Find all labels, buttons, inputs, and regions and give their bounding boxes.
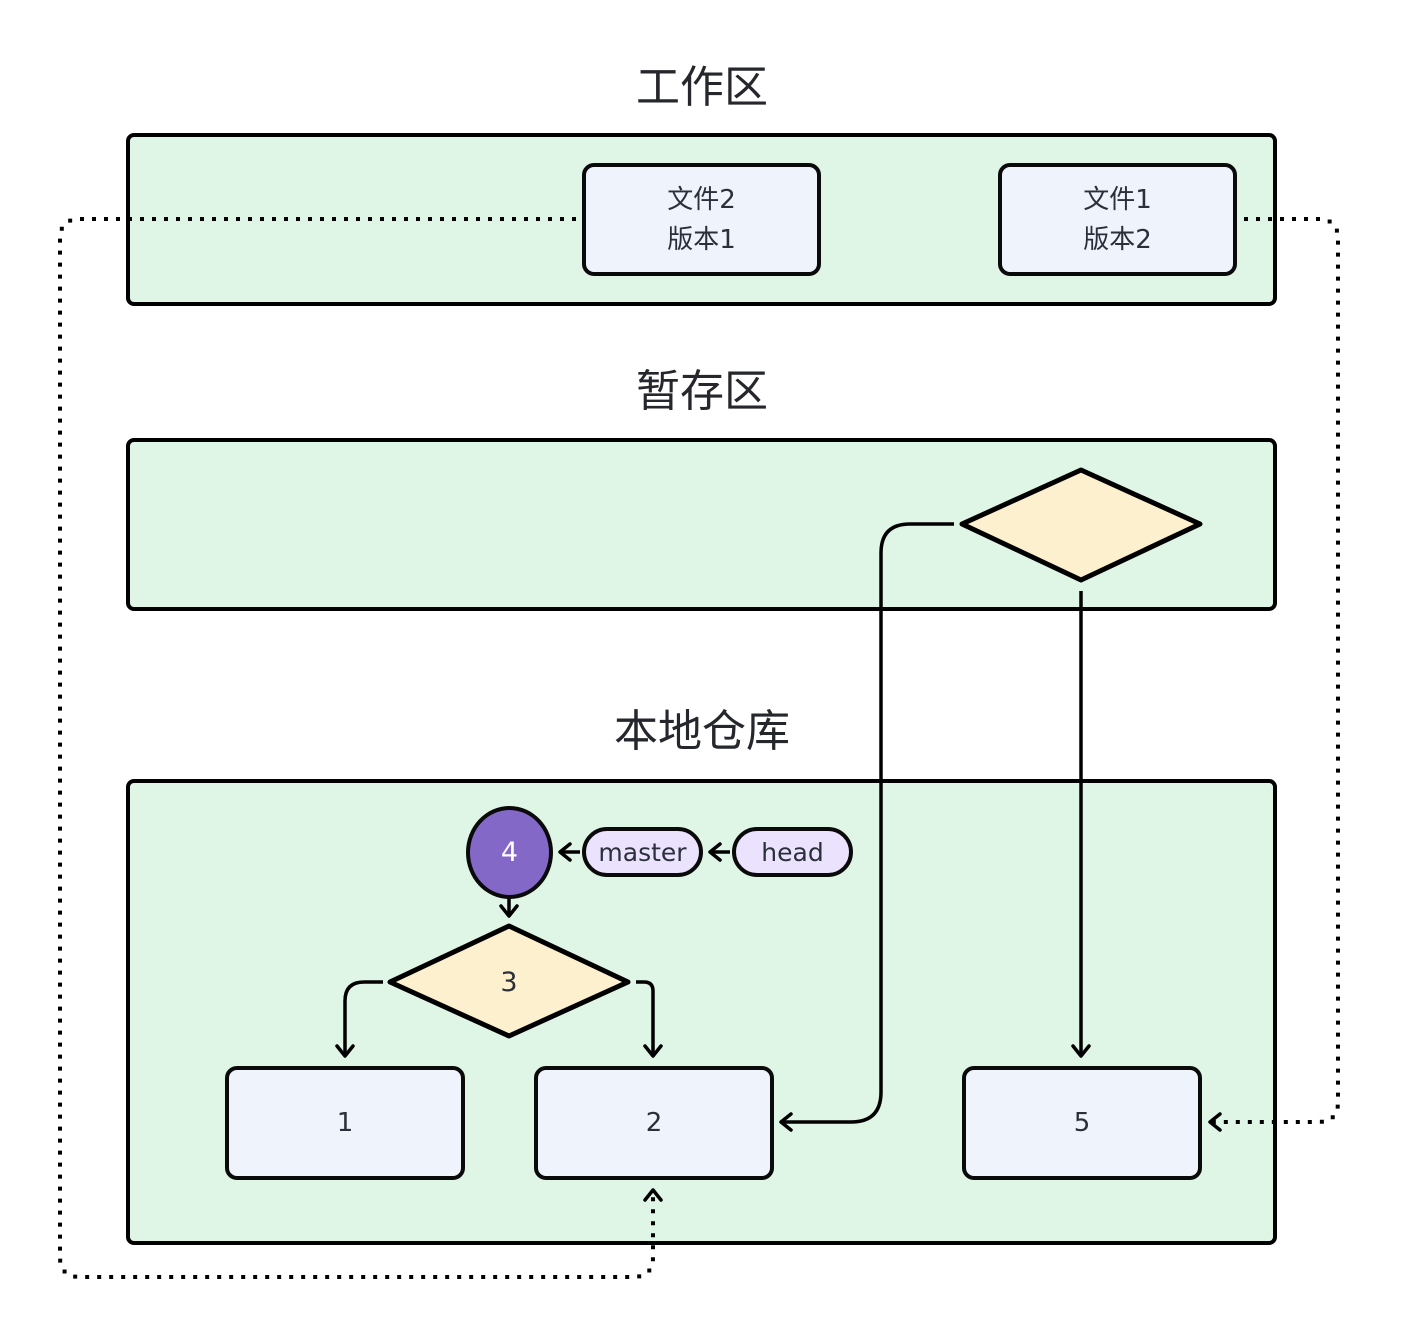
commit-1-node[interactable]: 1 — [225, 1066, 465, 1180]
commit-3-label: 3 — [500, 967, 518, 998]
head-label: head — [761, 837, 824, 867]
commit-4-node[interactable]: 4 — [466, 806, 553, 899]
repository-title: 本地仓库 — [614, 706, 790, 757]
head-pointer-pill[interactable]: head — [732, 827, 853, 877]
branch-label: master — [598, 837, 687, 867]
commit-5-node[interactable]: 5 — [962, 1066, 1202, 1180]
commit-2-node[interactable]: 2 — [534, 1066, 774, 1180]
file-version: 版本1 — [667, 224, 736, 255]
workspace-file-2[interactable]: 文件2 版本1 — [582, 163, 821, 276]
commit-label: 2 — [645, 1108, 663, 1138]
file-name: 文件1 — [1083, 184, 1152, 215]
commit-label: 1 — [336, 1108, 354, 1138]
workspace-title: 工作区 — [636, 62, 768, 113]
file-name: 文件2 — [667, 184, 736, 215]
file-version: 版本2 — [1083, 224, 1152, 255]
commit-label: 4 — [500, 837, 519, 868]
branch-master-pill[interactable]: master — [582, 827, 703, 877]
commit-label: 5 — [1073, 1108, 1091, 1138]
staging-zone — [126, 438, 1277, 611]
workspace-file-1[interactable]: 文件1 版本2 — [998, 163, 1237, 276]
staging-title: 暂存区 — [636, 366, 768, 417]
